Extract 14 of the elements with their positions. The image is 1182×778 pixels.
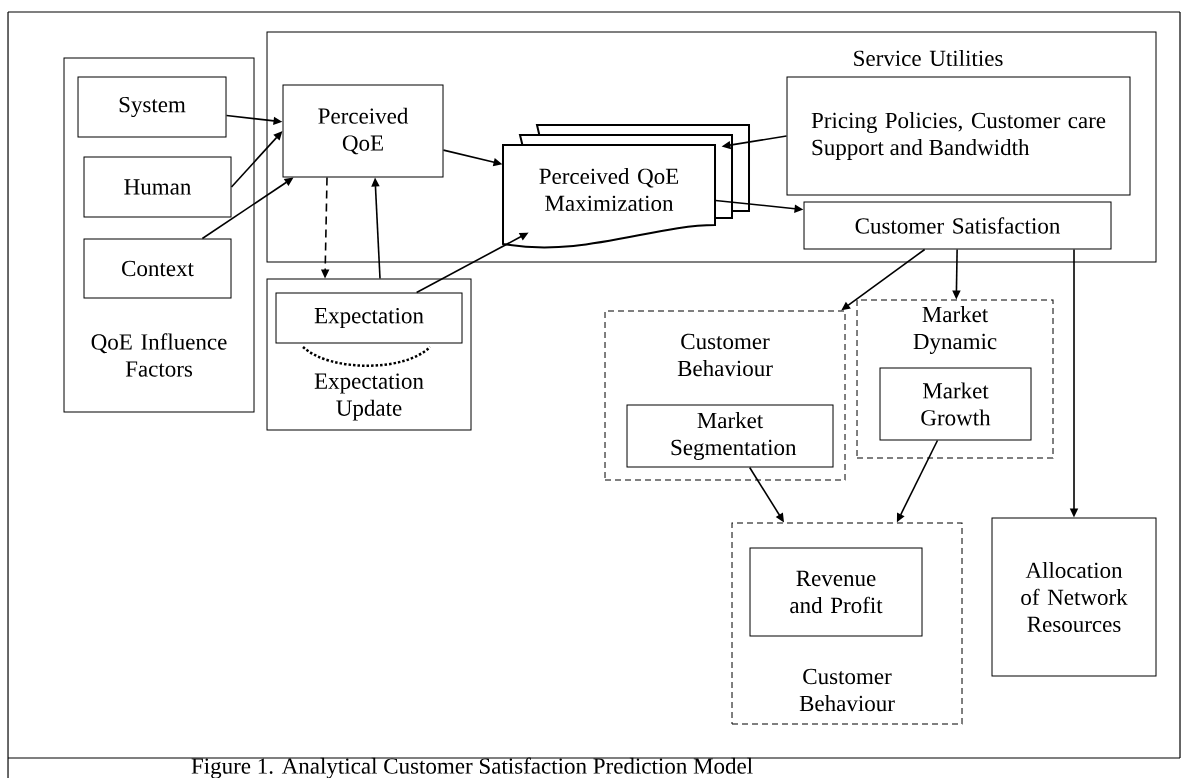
process-box: Customer Satisfaction — [803, 201, 1112, 250]
process-box: Market Segmentation — [626, 404, 834, 468]
process-box: Perceived QoE — [282, 84, 444, 178]
process-box: Expectation — [275, 292, 463, 344]
document-stack: Perceived QoE Maximization — [502, 124, 750, 249]
process-box: System — [77, 76, 227, 138]
process-box: Revenue and Profit — [749, 547, 923, 637]
process-box: Context — [83, 238, 232, 299]
process-box: Human — [83, 156, 232, 218]
arrow — [841, 248, 926, 311]
process-box: Market Growth — [879, 367, 1032, 441]
process-box: Allocation of Network Resources — [991, 517, 1157, 677]
process-box: Pricing Policies, Customer care Support and Bandwidth — [786, 76, 1131, 196]
caption: Figure 1. Analytical Customer Satisfaction Prediction Model — [191, 757, 753, 778]
